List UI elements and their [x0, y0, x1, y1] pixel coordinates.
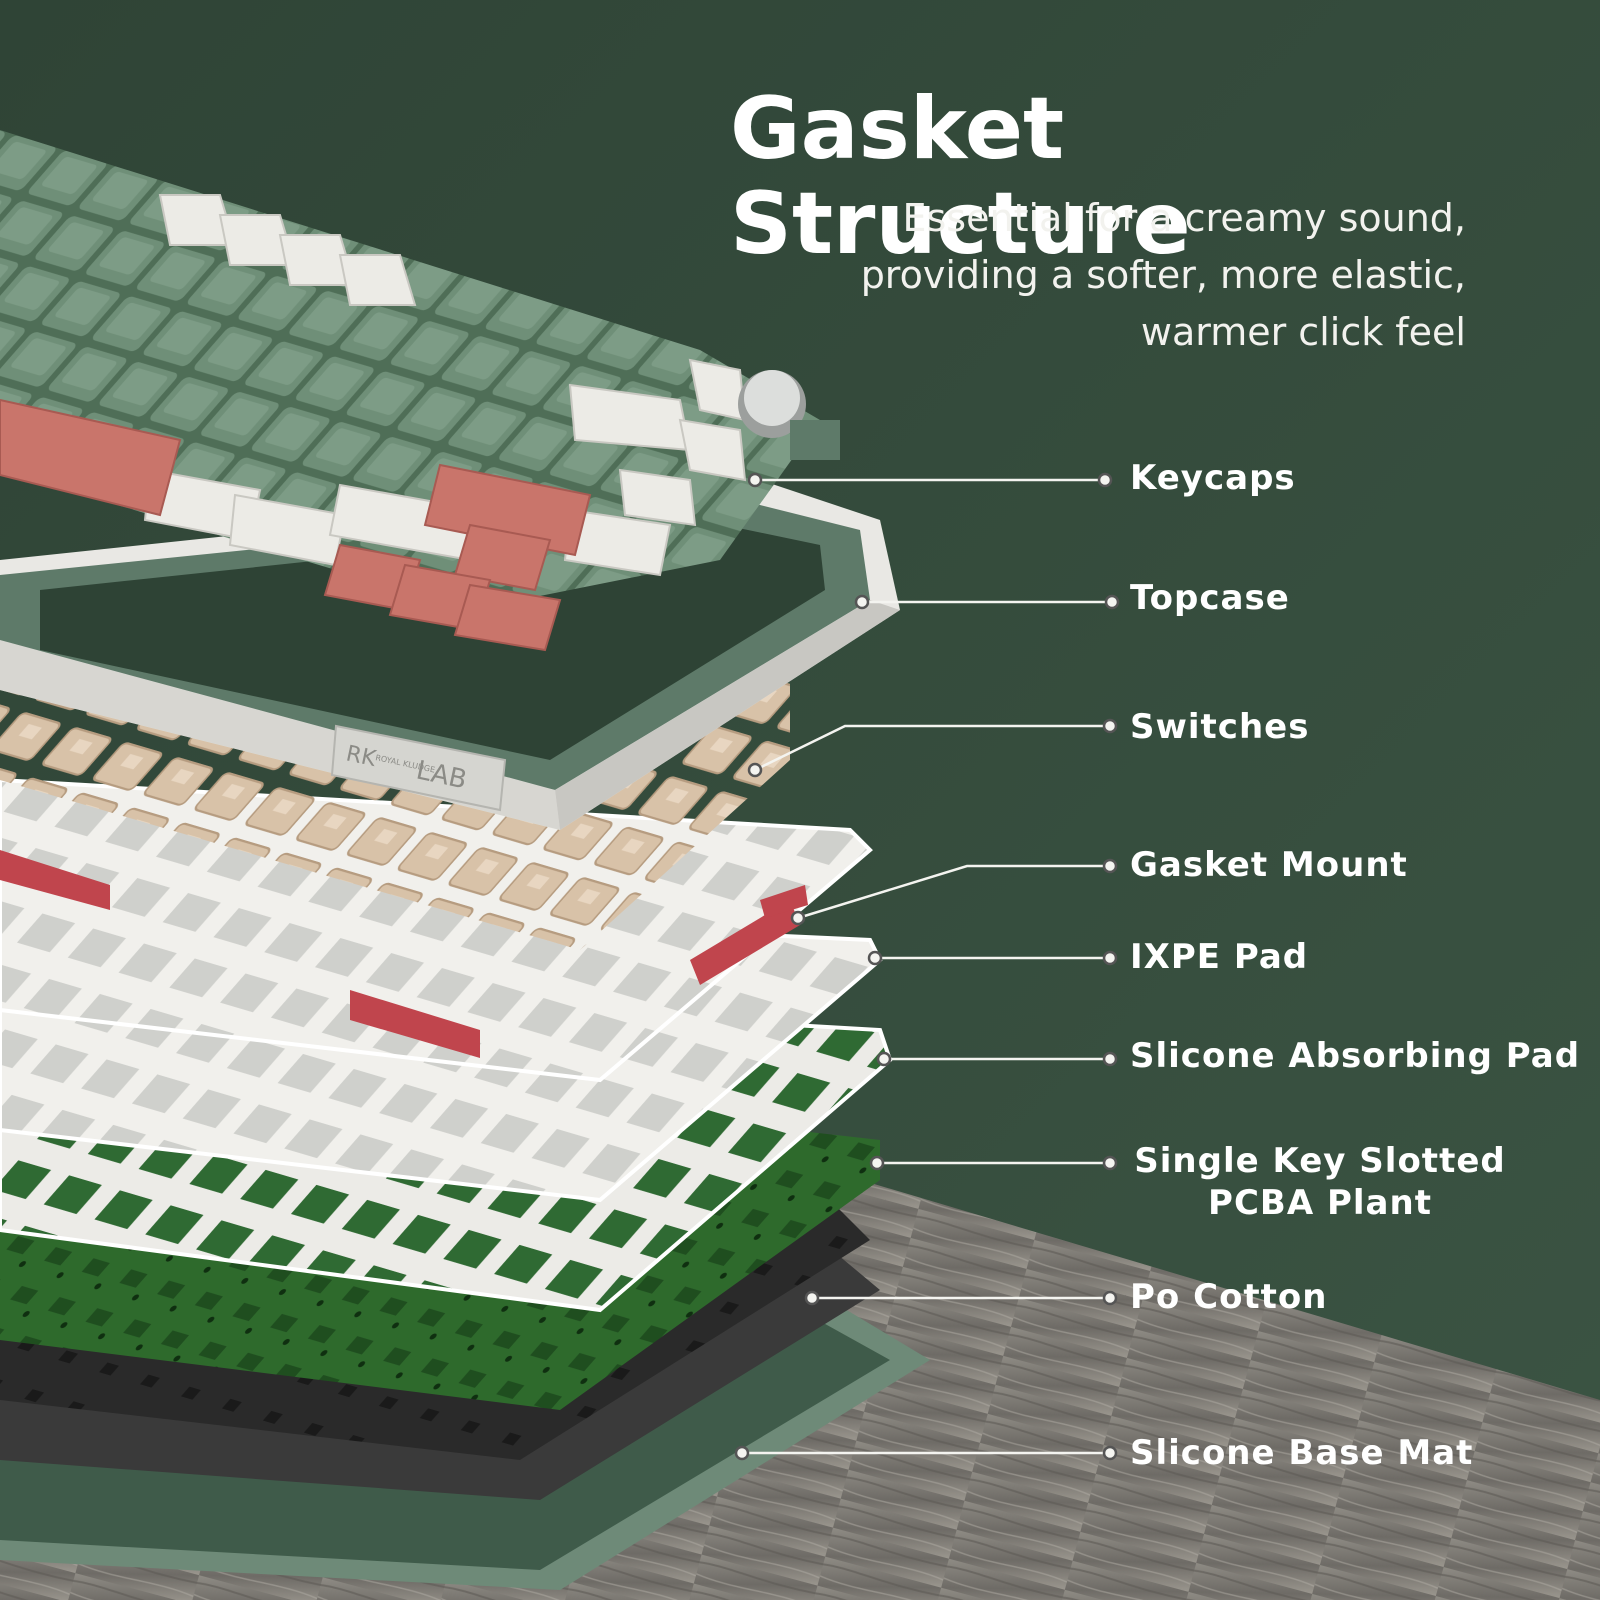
volume-knob-icon[interactable]	[738, 370, 840, 460]
label-gasket-mount: Gasket Mount	[1130, 845, 1408, 885]
label-po-cotton: Po Cotton	[1130, 1277, 1328, 1317]
label-pcba-line-2: PCBA Plant	[1208, 1183, 1432, 1223]
lab-badge: RK ROYAL KLUDGE LAB	[330, 724, 507, 812]
leader-lines	[734, 472, 1120, 1461]
label-pcba-line-1: Single Key Slotted	[1134, 1141, 1506, 1181]
page-title: Gasket Structure	[730, 79, 1191, 274]
label-keycaps: Keycaps	[1130, 458, 1296, 498]
topcase-layer: RK ROYAL KLUDGE LAB	[0, 480, 900, 830]
label-topcase: Topcase	[1130, 578, 1290, 618]
label-pcba: Single Key Slotted PCBA Plant	[1130, 1140, 1510, 1224]
label-silicone-absorbing-pad: Slicone Absorbing Pad	[1130, 1036, 1581, 1076]
gasket-strips	[0, 850, 808, 1058]
subtitle-line-2: providing a softer, more elastic,	[860, 253, 1466, 297]
label-switches: Switches	[1130, 707, 1310, 747]
label-ixpe-pad: IXPE Pad	[1130, 937, 1309, 977]
red-keycaps	[0, 398, 592, 652]
subtitle: Essential for a creamy sound, providing …	[746, 190, 1466, 361]
label-base-mat: Slicone Base Mat	[1130, 1433, 1474, 1473]
svg-text:RK: RK	[344, 741, 379, 772]
subtitle-line-1: Essential for a creamy sound,	[902, 196, 1467, 240]
subtitle-line-3: warmer click feel	[1140, 310, 1466, 354]
keycaps-layer	[0, 130, 840, 652]
